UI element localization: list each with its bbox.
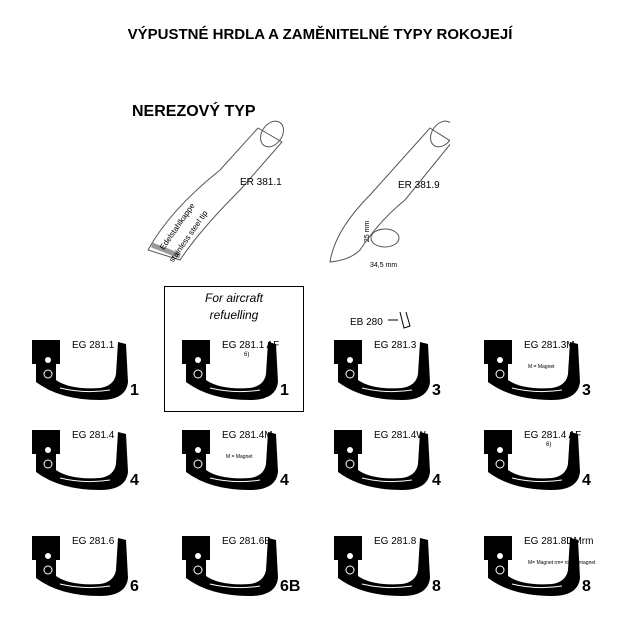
handle-item: EG 281.3 3 <box>332 334 482 424</box>
magnet-note: M= Magnet rm= round magnet <box>528 560 596 566</box>
spout-code: ER 381.1 <box>240 177 282 188</box>
handle-number: 4 <box>130 472 139 489</box>
handle-item: EG 281.4 AF 6) 4 <box>482 424 632 514</box>
spout-code: ER 381.9 <box>398 180 440 191</box>
handle-number: 3 <box>432 382 441 399</box>
spout-drawings <box>147 120 450 263</box>
handle-item: EG 281.4 4 <box>30 424 180 514</box>
handle-number: 4 <box>432 472 441 489</box>
handle-code: EG 281.4M <box>222 430 273 441</box>
dim-height: 25 mm <box>364 220 372 243</box>
aircraft-box <box>164 286 304 412</box>
handle-code: EG 281.3M <box>524 340 575 351</box>
handle-number: 1 <box>130 382 139 399</box>
handle-item: EG 281.3M M = Magnet 3 <box>482 334 632 424</box>
handle-item: EG 281.6B 6B <box>180 530 330 620</box>
handle-drawing <box>182 536 278 596</box>
handle-code: EG 281.3 <box>374 340 417 351</box>
handle-code: EG 281.4 <box>72 430 115 441</box>
handle-number: 6 <box>130 578 139 595</box>
handle-item: EG 281.8DMrm M= Magnet rm= round magnet … <box>482 530 632 620</box>
handle-code: EG 281.4 AF <box>524 430 582 441</box>
handle-drawing <box>484 536 580 596</box>
handle-code: EG 281.1 <box>72 340 115 351</box>
handle-item: EG 281.4W 4 <box>332 424 482 514</box>
dim-width: 34,5 mm <box>370 262 398 269</box>
aircraft-caption-line1: For aircraft <box>204 291 263 305</box>
spout-er-381-9 <box>329 120 450 263</box>
clip-icon <box>388 311 411 329</box>
handle-number: 4 <box>582 472 591 489</box>
handle-number: 4 <box>280 472 289 489</box>
handle-note: 6) <box>546 442 552 448</box>
handle-item: EG 281.1 1 <box>30 334 180 424</box>
handle-item: EG 281.1 AF 6) 1 <box>180 334 330 424</box>
magnet-note: M = Magnet <box>226 454 253 460</box>
section-heading: NEREZOVÝ TYP <box>132 103 256 120</box>
aircraft-caption: For aircraft refuelling <box>164 290 304 324</box>
handle-drawing <box>334 430 430 490</box>
handle-item: EG 281.6 6 <box>30 530 180 620</box>
spout-er-381-1 <box>147 120 284 261</box>
handle-drawing <box>484 340 580 400</box>
handle-number: 8 <box>582 578 591 595</box>
handle-number: 1 <box>280 382 289 399</box>
magnet-note: M = Magnet <box>528 364 555 370</box>
handle-item: EG 281.8 8 <box>332 530 482 620</box>
clip-label: EB 280 <box>350 317 383 328</box>
handle-number: 3 <box>582 382 591 399</box>
handle-note: 6) <box>244 352 250 358</box>
handle-drawing <box>484 430 580 490</box>
handle-item: EG 281.4M M = Magnet 4 <box>180 424 330 514</box>
handle-drawing <box>32 430 128 490</box>
handle-number: 6B <box>280 578 301 595</box>
handle-code: EG 281.6 <box>72 536 115 547</box>
handle-number: 8 <box>432 578 441 595</box>
handle-drawing <box>182 430 278 490</box>
handle-drawing <box>182 340 278 400</box>
handle-drawing <box>334 536 430 596</box>
handle-code: EG 281.6B <box>222 536 271 547</box>
handle-drawing <box>32 536 128 596</box>
page-title: VÝPUSTNÉ HRDLA A ZAMĚNITELNÉ TYPY ROKOJE… <box>127 26 513 43</box>
handle-code: EG 281.4W <box>374 430 426 441</box>
aircraft-caption-line2: refuelling <box>209 308 259 322</box>
handle-drawing <box>32 340 128 400</box>
handle-code: EG 281.8 <box>374 536 417 547</box>
handle-code: EG 281.8DMrm <box>524 536 594 547</box>
handle-code: EG 281.1 AF <box>222 340 280 351</box>
handle-drawing <box>334 340 430 400</box>
